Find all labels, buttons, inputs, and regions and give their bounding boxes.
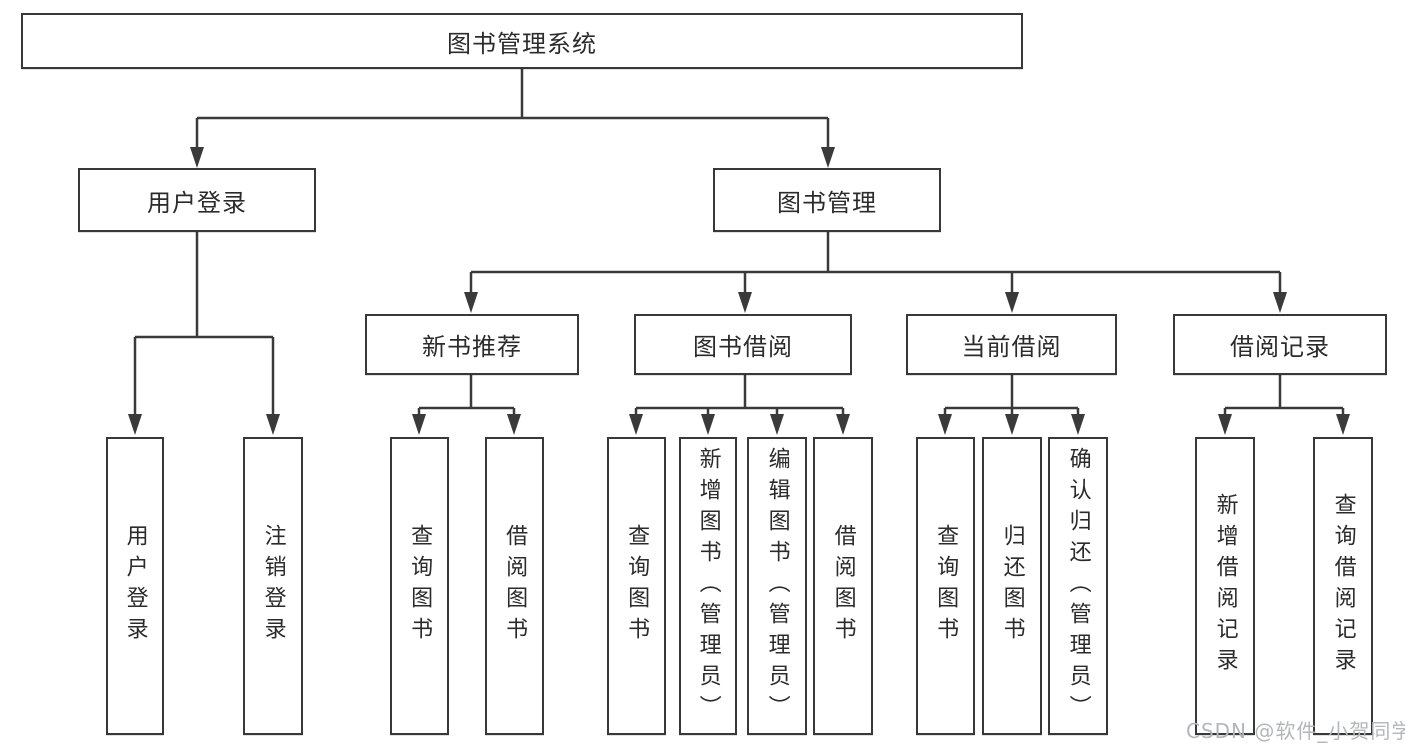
node-label: 用户登录	[147, 188, 247, 217]
node-current-borrowing: 当前借阅	[906, 314, 1117, 375]
node-label: 确认归还（管理员）	[1065, 446, 1091, 726]
node-label: 查询图书	[933, 524, 959, 648]
node-label: 注销登录	[260, 524, 286, 648]
node-label: 查询图书	[407, 524, 433, 648]
node-user-login: 用户登录	[78, 168, 316, 232]
node-book-management: 图书管理	[713, 168, 941, 232]
node-label: 图书管理	[777, 188, 877, 217]
node-label: 借阅图书	[502, 524, 528, 648]
leaf-query-books-current: 查询图书	[916, 437, 975, 735]
node-label: 新增借阅记录	[1212, 493, 1238, 679]
node-label: 归还图书	[999, 524, 1025, 648]
leaf-query-books-recommend: 查询图书	[390, 437, 449, 735]
node-label: 借阅图书	[830, 524, 856, 648]
leaf-borrow-books-recommend: 借阅图书	[485, 437, 544, 735]
node-root: 图书管理系统	[21, 13, 1023, 69]
leaf-edit-books-admin: 编辑图书（管理员）	[747, 437, 807, 735]
arrowheads	[128, 147, 1350, 435]
node-label: 图书借阅	[693, 333, 793, 361]
node-label: 查询图书	[624, 524, 650, 648]
leaf-confirm-return-admin: 确认归还（管理员）	[1048, 437, 1108, 735]
node-label: 新书推荐	[422, 333, 522, 361]
node-label: 借阅记录	[1230, 333, 1330, 361]
node-label: 新增图书（管理员）	[695, 446, 721, 726]
node-label: 图书管理系统	[447, 29, 597, 58]
leaf-user-login: 用户登录	[106, 437, 164, 735]
node-label: 用户登录	[122, 524, 148, 648]
leaf-query-books-borrowing: 查询图书	[607, 437, 666, 735]
leaf-logout: 注销登录	[243, 437, 303, 735]
leaf-add-borrow-record: 新增借阅记录	[1195, 437, 1255, 735]
node-label: 当前借阅	[961, 333, 1062, 361]
csdn-watermark: CSDN @软件_小贺同学	[1186, 719, 1405, 743]
node-label: 查询借阅记录	[1330, 493, 1356, 679]
leaf-borrow-books-borrowing: 借阅图书	[813, 437, 873, 735]
node-new-book-recommend: 新书推荐	[365, 314, 579, 375]
node-borrowing-records: 借阅记录	[1173, 314, 1387, 375]
leaf-add-books-admin: 新增图书（管理员）	[679, 437, 737, 735]
leaf-return-books: 归还图书	[982, 437, 1042, 735]
leaf-query-borrow-record: 查询借阅记录	[1313, 437, 1373, 735]
node-book-borrowing: 图书借阅	[634, 314, 852, 375]
node-label: 编辑图书（管理员）	[764, 446, 790, 726]
